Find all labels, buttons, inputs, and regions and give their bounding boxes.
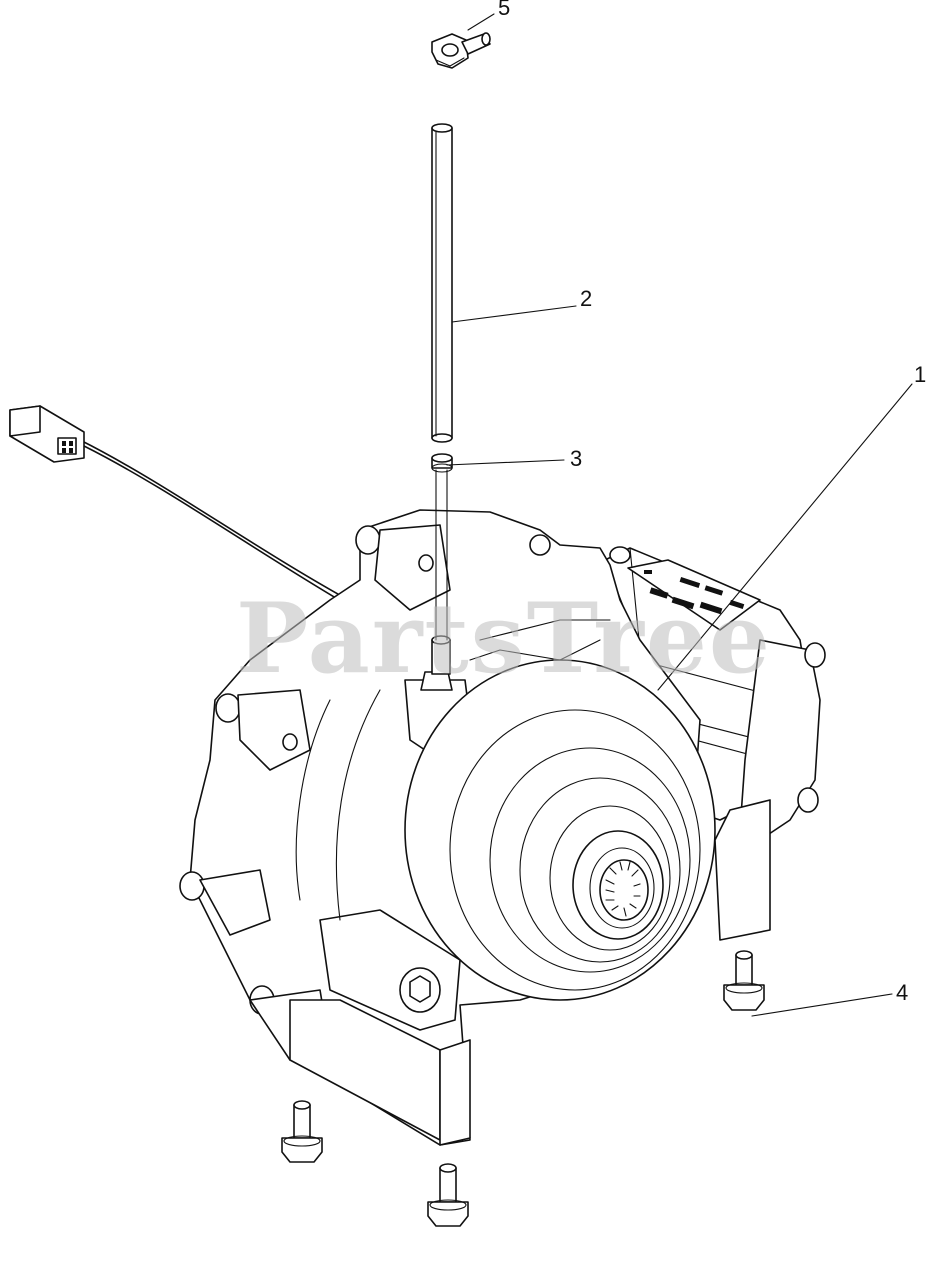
wire-harness [9,405,347,605]
part-4-bolt-right [723,950,765,1011]
spline-teeth [605,861,641,917]
callout-2: 2 [580,286,592,311]
watermark: PartsTree [236,582,772,695]
callout-3: 3 [570,446,582,471]
callout-5: 5 [498,0,510,20]
part-2-tube [431,123,453,443]
part-4-bolt-bottom [427,1163,469,1227]
part-1-transmission [179,469,826,1146]
callout-leaders [446,13,913,1017]
part-3-ferrule [431,453,453,473]
callout-1: 1 [914,362,926,387]
callout-4: 4 [896,980,908,1005]
part-4-bolt-left [281,1100,323,1163]
part-5-elbow-fitting [431,32,491,69]
